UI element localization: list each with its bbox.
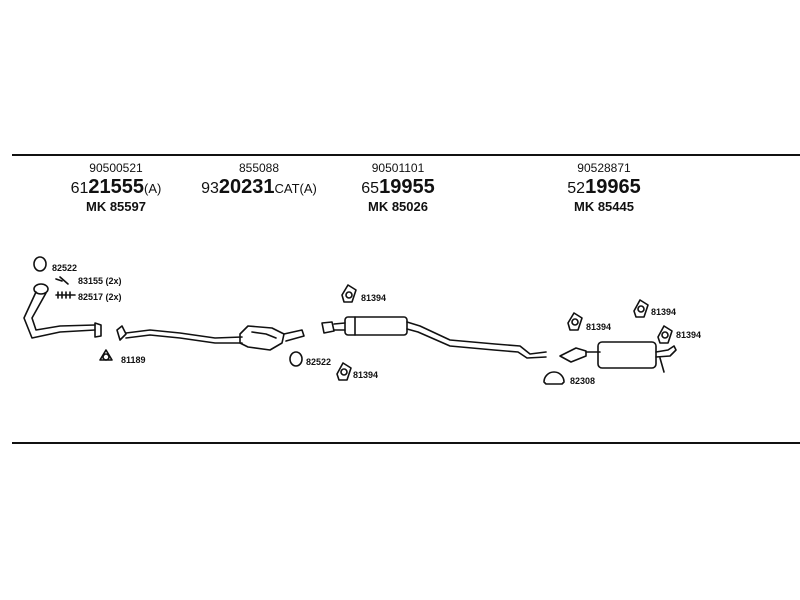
hanger-81394-icon	[336, 362, 352, 381]
reference-number: 90500521	[89, 161, 143, 175]
mk-number: MK 85445	[574, 199, 634, 214]
reference-number: 855088	[238, 161, 280, 175]
label-82517: 82517 (2x)	[78, 292, 122, 302]
part-number: 5219965	[567, 176, 641, 198]
catalytic-converter	[116, 325, 305, 351]
part-column-3: 90501101 6519955 MK 85026	[338, 162, 458, 213]
gasket-82522-icon	[33, 256, 47, 272]
hanger-81394-icon	[657, 325, 673, 344]
label-81394: 81394	[361, 293, 386, 303]
mk-number: MK 85026	[368, 199, 428, 214]
part-column-1: 90500521 6121555(A) MK 85597	[60, 162, 172, 213]
label-83155: 83155 (2x)	[78, 276, 122, 286]
part-number: 6519955	[361, 176, 435, 198]
label-82308: 82308	[570, 376, 595, 386]
spring-icon	[55, 291, 76, 299]
part-column-2: 855088 9320231CAT(A)	[194, 162, 324, 200]
middle-silencer	[321, 316, 547, 359]
clamp-82308-icon	[543, 371, 565, 385]
mk-number: MK 85597	[86, 199, 146, 214]
label-81394: 81394	[586, 322, 611, 332]
part-number: 6121555(A)	[70, 176, 162, 198]
label-81189: 81189	[121, 355, 146, 365]
label-81394: 81394	[651, 307, 676, 317]
flange-81189-icon	[99, 349, 113, 361]
reference-number: 90528871	[577, 161, 631, 175]
bottom-divider	[12, 442, 800, 444]
part-number: 9320231CAT(A)	[201, 176, 317, 198]
hanger-81394-icon	[341, 284, 357, 303]
hanger-81394-icon	[567, 312, 583, 331]
gasket-82522-icon	[289, 351, 303, 367]
top-divider	[12, 154, 800, 156]
reference-number: 90501101	[371, 161, 425, 175]
label-81394: 81394	[676, 330, 701, 340]
label-82522: 82522	[52, 263, 77, 273]
rear-silencer	[559, 341, 677, 373]
front-pipe	[23, 283, 102, 339]
bolt-icon	[55, 276, 69, 285]
label-82522: 82522	[306, 357, 331, 367]
part-column-4: 90528871 5219965 MK 85445	[548, 162, 660, 213]
label-81394: 81394	[353, 370, 378, 380]
hanger-81394-icon	[633, 299, 649, 318]
